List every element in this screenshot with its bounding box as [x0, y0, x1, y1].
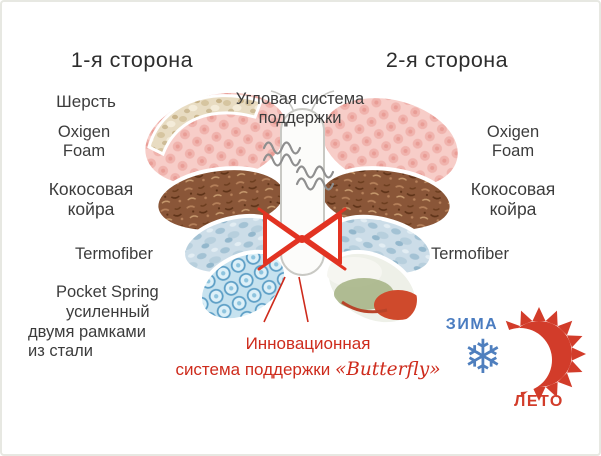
caption-innovative-system: Инновационная система поддержки «Butterf… [152, 332, 464, 383]
label-line: Foam [491, 142, 535, 161]
butterfly-system-icon [257, 207, 347, 271]
caption-text: система поддержки [175, 359, 331, 379]
label-termofiber-left: Termofiber [75, 245, 153, 263]
label-line: койра [67, 199, 115, 220]
snowflake-icon: ❄ [463, 330, 503, 385]
label-termofiber-right: Termofiber [431, 245, 509, 263]
label-pocket-spring: Pocket Spring усиленный двумя рамками из… [26, 283, 178, 362]
sun-icon [488, 307, 586, 401]
heading-side-2: 2-я сторона [385, 48, 509, 72]
label-line: Oxigen [486, 123, 540, 141]
label-line: из стали [28, 342, 94, 361]
pointer-lines [263, 276, 309, 323]
label-line: поддержки [258, 109, 342, 128]
caption-line-2: система поддержки «Butterfly» [175, 358, 441, 380]
label-oxigen-foam-left: Oxigen Foam [38, 123, 130, 161]
label-summer: ЛЕТО [514, 393, 564, 410]
wool-layer [147, 94, 263, 157]
label-coir-right: Кокосовая койра [454, 179, 572, 220]
label-oxigen-foam-right: Oxigen Foam [467, 123, 559, 161]
label-line: койра [489, 199, 537, 220]
label-winter: ЗИМА [445, 316, 499, 333]
antenna-right-icon [310, 90, 335, 113]
caption-line-1: Инновационная [245, 334, 371, 353]
winter-summer-icon [488, 307, 586, 401]
label-corner-support-system: Угловая система поддержки [218, 90, 382, 128]
label-line: Pocket Spring [56, 283, 159, 301]
label-wool: Шерсть [56, 92, 116, 111]
label-line: двумя рамками [28, 322, 146, 341]
label-line: Кокосовая [470, 179, 556, 199]
label-coir-left: Кокосовая койра [32, 179, 150, 220]
label-line: Oxigen [57, 123, 111, 141]
label-line: Foam [62, 142, 106, 161]
heading-side-1: 1-я сторона [70, 48, 194, 72]
label-line: усиленный [66, 302, 150, 321]
brand-name: «Butterfly» [334, 358, 441, 380]
label-line: Угловая система [235, 90, 365, 108]
corner-springs-icon [262, 141, 335, 191]
antenna-left-icon [270, 90, 295, 113]
label-line: Кокосовая [48, 179, 134, 199]
